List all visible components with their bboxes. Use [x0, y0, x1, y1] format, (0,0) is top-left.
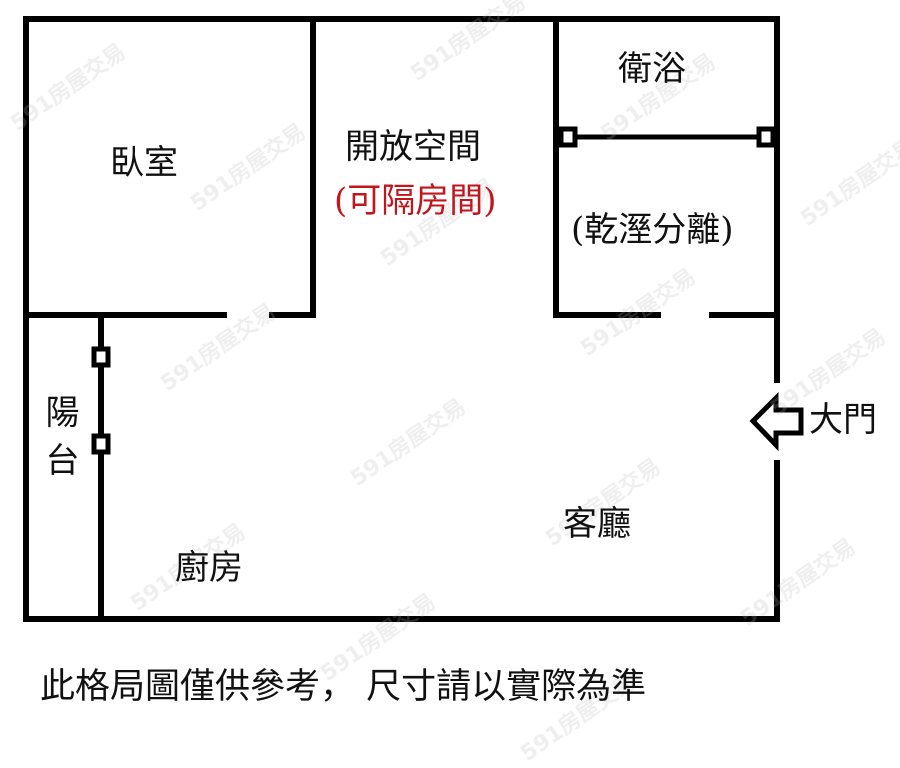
room-label-living-room: 客廳 — [563, 504, 631, 544]
bedroom-walls — [23, 16, 316, 318]
balcony-partition — [91, 312, 111, 622]
balcony-post-top — [91, 346, 111, 368]
room-label-bathroom: 衛浴 — [618, 49, 686, 89]
divider-post-left — [558, 126, 578, 148]
balcony-post-bottom — [91, 433, 111, 455]
arrow-left-outline-icon — [749, 391, 804, 452]
room-label-kitchen: 廚房 — [175, 548, 243, 588]
disclaimer-text: 此格局圖僅供參考， 尺寸請以實際為準 — [40, 667, 647, 707]
room-label-open-space: 開放空間 — [345, 127, 481, 167]
room-note-open-space: (可隔房間) — [334, 181, 497, 221]
room-label-balcony: 陽台 — [39, 394, 79, 490]
floor-plan — [23, 16, 804, 622]
outer-walls — [23, 16, 780, 622]
divider-post-right — [756, 126, 776, 148]
entrance-label: 大門 — [809, 400, 877, 440]
room-label-bedroom: 臥室 — [110, 143, 178, 183]
bathroom-walls — [553, 16, 780, 318]
room-note-bathroom: (乾溼分離) — [571, 210, 734, 250]
